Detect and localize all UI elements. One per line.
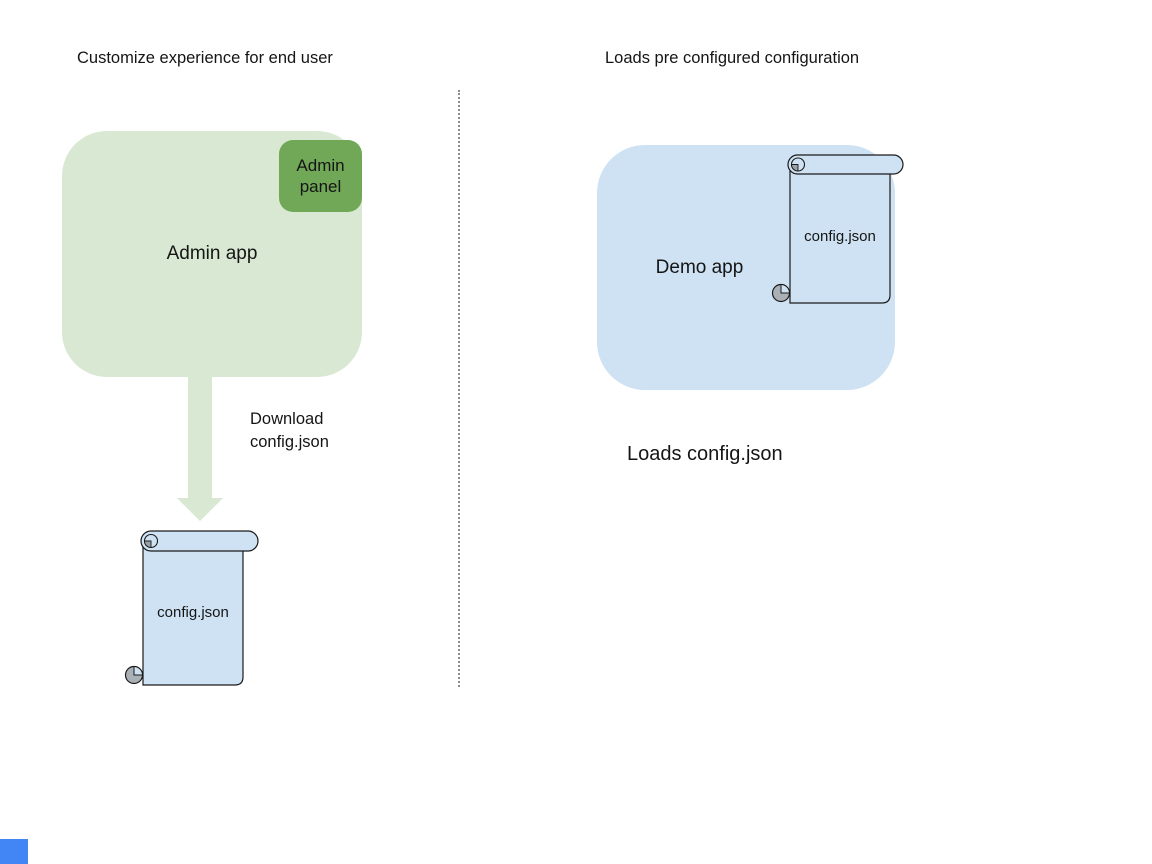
config-json-scroll-right: config.json [767, 152, 907, 312]
blue-corner-artifact [0, 839, 28, 864]
admin-panel-label: Admin panel [296, 156, 345, 196]
right-section-title: Loads pre configured configuration [605, 49, 860, 67]
left-section-title: Customize experience for end user [77, 49, 333, 67]
download-arrow-label: Download config.json [250, 410, 329, 451]
demo-app-label: Demo app [655, 256, 744, 278]
admin-app-label: Admin app [166, 243, 258, 264]
loads-config-caption: Loads config.json [627, 443, 783, 465]
section-divider [458, 90, 460, 687]
admin-panel-box: Admin panel [279, 140, 362, 212]
download-arrow-icon [177, 374, 223, 521]
config-json-label-left: config.json [157, 604, 229, 621]
scroll-shape-icon [771, 154, 904, 304]
config-json-label-right: config.json [804, 228, 876, 245]
scroll-shape-icon [124, 530, 259, 686]
config-json-scroll-left: config.json [120, 528, 260, 688]
